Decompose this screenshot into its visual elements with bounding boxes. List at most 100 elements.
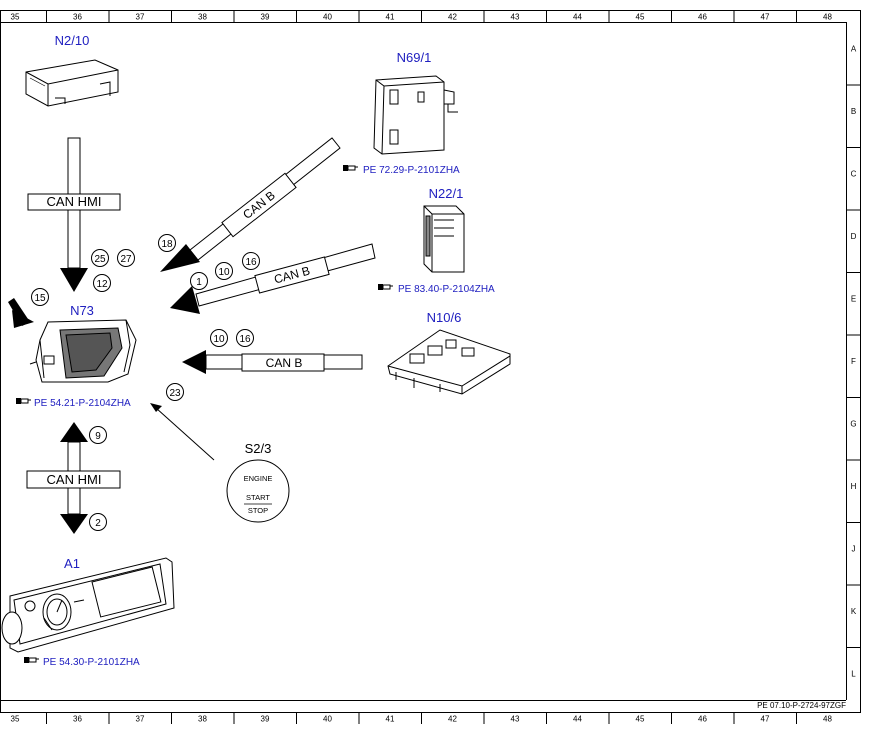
column-number-46: 46 xyxy=(698,13,707,22)
column-number-38: 38 xyxy=(198,13,207,22)
column-number-45: 45 xyxy=(636,13,645,22)
column-number-41: 41 xyxy=(386,13,395,22)
can-b-3-label: CAN B xyxy=(266,356,303,370)
can-hmi-bottom-label: CAN HMI xyxy=(47,472,102,487)
column-number-38: 38 xyxy=(198,715,207,724)
svg-text:ENGINE: ENGINE xyxy=(244,474,273,483)
svg-text:10: 10 xyxy=(213,334,225,345)
can-b-bus-1: CAN B xyxy=(160,137,341,272)
row-letter-E: E xyxy=(851,294,856,303)
column-number-41: 41 xyxy=(386,715,395,724)
column-number-40: 40 xyxy=(323,715,332,724)
control-unit-n2-10-icon xyxy=(25,59,119,107)
svg-text:1: 1 xyxy=(196,277,202,288)
can-hmi-top-label: CAN HMI xyxy=(47,194,102,209)
column-number-43: 43 xyxy=(511,13,520,22)
marker-25: 25 xyxy=(91,249,109,267)
svg-text:15: 15 xyxy=(34,293,46,304)
marker-1: 1 xyxy=(190,272,208,290)
component-label-n22-1: N22/1 xyxy=(429,186,464,201)
column-number-36: 36 xyxy=(73,715,82,724)
can-hmi-bus-bottom: CAN HMI xyxy=(26,422,121,534)
column-number-47: 47 xyxy=(761,715,770,724)
control-unit-n10-6-icon xyxy=(387,329,511,395)
marker-10-a: 10 xyxy=(215,262,233,280)
row-letter-C: C xyxy=(851,169,857,178)
marker-16-a: 16 xyxy=(242,252,260,270)
can-hmi-bus-top: CAN HMI xyxy=(27,137,121,292)
can-b-bus-2: CAN B xyxy=(170,243,376,314)
reference-n69-1: PE 72.29-P-2101ZHA xyxy=(342,164,460,176)
column-number-39: 39 xyxy=(261,715,270,724)
component-label-n69-1: N69/1 xyxy=(397,50,432,65)
column-number-36: 36 xyxy=(73,13,82,22)
column-number-37: 37 xyxy=(136,13,145,22)
arrow-left-edge xyxy=(8,298,34,328)
svg-text:23: 23 xyxy=(169,388,181,399)
svg-text:PE 54.21-P-2104ZHA: PE 54.21-P-2104ZHA xyxy=(34,398,131,409)
start-stop-button-s2-3-icon: ENGINE START STOP xyxy=(226,459,290,523)
component-label-n2-10: N2/10 xyxy=(55,33,90,48)
marker-16-b: 16 xyxy=(236,329,254,347)
svg-text:STOP: STOP xyxy=(248,506,268,515)
marker-23: 23 xyxy=(166,383,184,401)
component-label-n10-6: N10/6 xyxy=(427,310,462,325)
column-number-44: 44 xyxy=(573,13,582,22)
svg-text:25: 25 xyxy=(94,254,106,265)
svg-text:2: 2 xyxy=(95,518,101,529)
column-number-40: 40 xyxy=(323,13,332,22)
row-letter-J: J xyxy=(852,544,856,553)
control-unit-n69-1-icon xyxy=(373,75,458,155)
row-letter-F: F xyxy=(851,357,856,366)
svg-text:PE 83.40-P-2104ZHA: PE 83.40-P-2104ZHA xyxy=(398,284,495,295)
document-reference: PE 07.10-P-2724-97ZGF xyxy=(757,701,846,710)
column-number-47: 47 xyxy=(761,13,770,22)
svg-text:9: 9 xyxy=(95,431,101,442)
column-ruler: 3535363637373838393940404141424243434444… xyxy=(11,10,832,724)
control-unit-n22-1-icon xyxy=(423,205,465,273)
svg-text:PE 72.29-P-2101ZHA: PE 72.29-P-2101ZHA xyxy=(363,165,460,176)
svg-text:27: 27 xyxy=(120,254,132,265)
svg-text:START: START xyxy=(246,493,270,502)
reference-n22-1: PE 83.40-P-2104ZHA xyxy=(377,283,495,295)
reference-n73: PE 54.21-P-2104ZHA xyxy=(15,397,131,409)
svg-text:16: 16 xyxy=(239,334,251,345)
svg-text:10: 10 xyxy=(218,267,230,278)
column-number-39: 39 xyxy=(261,13,270,22)
column-number-35: 35 xyxy=(11,13,20,22)
column-number-43: 43 xyxy=(511,715,520,724)
row-letter-A: A xyxy=(851,44,857,53)
row-ruler: A B C D E F G H J K L xyxy=(846,44,861,678)
component-label-a1: A1 xyxy=(64,556,80,571)
can-b-bus-3: CAN B xyxy=(182,350,363,374)
component-label-s2-3: S2/3 xyxy=(245,441,272,456)
row-letter-G: G xyxy=(850,419,856,428)
column-number-35: 35 xyxy=(11,715,20,724)
reference-a1: PE 54.30-P-2101ZHA xyxy=(23,656,140,668)
column-number-46: 46 xyxy=(698,715,707,724)
marker-10-b: 10 xyxy=(210,329,228,347)
component-label-n73: N73 xyxy=(70,303,94,318)
svg-text:16: 16 xyxy=(245,257,257,268)
column-number-48: 48 xyxy=(823,715,832,724)
marker-18: 18 xyxy=(158,234,176,252)
marker-12: 12 xyxy=(93,274,111,292)
row-letter-B: B xyxy=(851,107,856,116)
column-number-48: 48 xyxy=(823,13,832,22)
column-number-42: 42 xyxy=(448,13,457,22)
marker-2: 2 xyxy=(89,513,107,531)
svg-text:12: 12 xyxy=(96,279,108,290)
ignition-lock-n73-icon xyxy=(29,319,137,383)
column-number-42: 42 xyxy=(448,715,457,724)
column-number-45: 45 xyxy=(636,715,645,724)
marker-9: 9 xyxy=(89,426,107,444)
row-letter-K: K xyxy=(851,607,857,616)
arrow-s2-3 xyxy=(150,403,215,461)
svg-text:PE 54.30-P-2101ZHA: PE 54.30-P-2101ZHA xyxy=(43,657,140,668)
svg-text:18: 18 xyxy=(161,239,173,250)
row-letter-H: H xyxy=(851,482,857,491)
column-number-44: 44 xyxy=(573,715,582,724)
row-letter-D: D xyxy=(851,232,857,241)
row-letter-L: L xyxy=(851,669,856,678)
